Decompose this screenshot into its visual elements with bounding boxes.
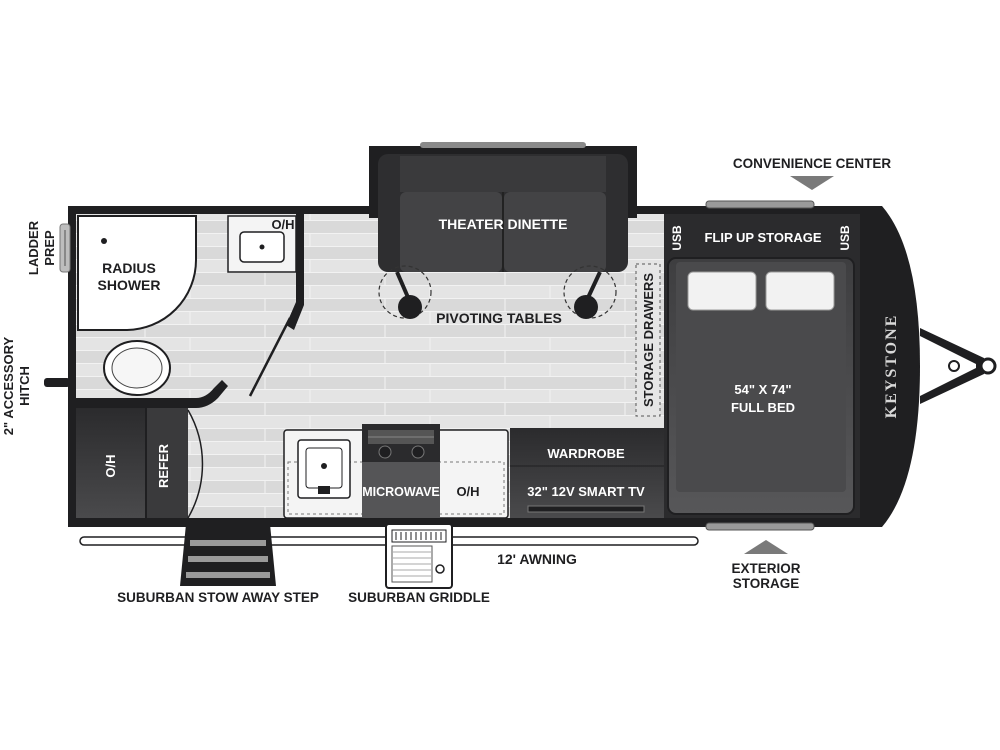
ladder-prep-label-1: LADDER xyxy=(26,220,41,275)
front-cap: KEYSTONE xyxy=(866,206,997,527)
wardrobe: WARDROBE 32" 12V SMART TV xyxy=(510,428,664,518)
stow-away-step-label: SUBURBAN STOW AWAY STEP xyxy=(117,590,319,605)
rear-oh-label: O/H xyxy=(103,454,118,477)
galley: MICROWAVE O/H xyxy=(283,424,509,519)
galley-oh-label: O/H xyxy=(456,484,479,499)
convenience-center-label: CONVENIENCE CENTER xyxy=(733,156,892,171)
flip-up-storage-label: FLIP UP STORAGE xyxy=(704,230,821,245)
bath-oh-label: O/H xyxy=(271,217,294,232)
pivoting-tables: PIVOTING TABLES xyxy=(378,265,617,326)
rear-cabinets: O/H REFER xyxy=(76,408,204,519)
exterior-storage: EXTERIOR STORAGE xyxy=(705,522,815,591)
griddle-label: SUBURBAN GRIDDLE xyxy=(348,590,490,605)
radius-shower-label-1: RADIUS xyxy=(102,260,156,276)
pivoting-tables-label: PIVOTING TABLES xyxy=(436,310,562,326)
griddle: SUBURBAN GRIDDLE xyxy=(348,523,490,605)
wardrobe-label: WARDROBE xyxy=(547,446,625,461)
theater-dinette-label: THEATER DINETTE xyxy=(439,216,568,232)
bedroom: USB FLIP UP STORAGE USB 54" X 74" FULL B… xyxy=(664,214,860,515)
exterior-storage-label-2: STORAGE xyxy=(733,576,800,591)
smart-tv-label: 32" 12V SMART TV xyxy=(527,484,645,499)
radius-shower-label-2: SHOWER xyxy=(98,277,161,293)
bed-size-label: 54" X 74" xyxy=(734,382,791,397)
bathroom: RADIUS SHOWER O/H xyxy=(76,214,304,408)
usb-right-label: USB xyxy=(838,225,852,251)
theater-dinette: THEATER DINETTE xyxy=(369,142,637,272)
ladder-prep-label-2: PREP xyxy=(42,230,57,266)
convenience-center: CONVENIENCE CENTER xyxy=(705,156,892,209)
usb-left-label: USB xyxy=(670,225,684,251)
storage-drawers: STORAGE DRAWERS xyxy=(635,263,661,417)
storage-drawers-label: STORAGE DRAWERS xyxy=(641,273,656,407)
accessory-hitch xyxy=(44,378,70,387)
microwave-label: MICROWAVE xyxy=(362,485,440,499)
accessory-hitch-label-1: 2" ACCESSORY xyxy=(1,336,16,435)
brand-logo-text: KEYSTONE xyxy=(883,314,900,419)
stow-away-step: SUBURBAN STOW AWAY STEP xyxy=(117,524,319,605)
exterior-storage-label-1: EXTERIOR xyxy=(731,561,800,576)
accessory-hitch-label-2: HITCH xyxy=(17,366,32,406)
bed-type-label: FULL BED xyxy=(731,400,795,415)
refer-label: REFER xyxy=(156,443,171,488)
awning-label: 12' AWNING xyxy=(497,551,577,567)
ladder-prep xyxy=(59,223,71,273)
